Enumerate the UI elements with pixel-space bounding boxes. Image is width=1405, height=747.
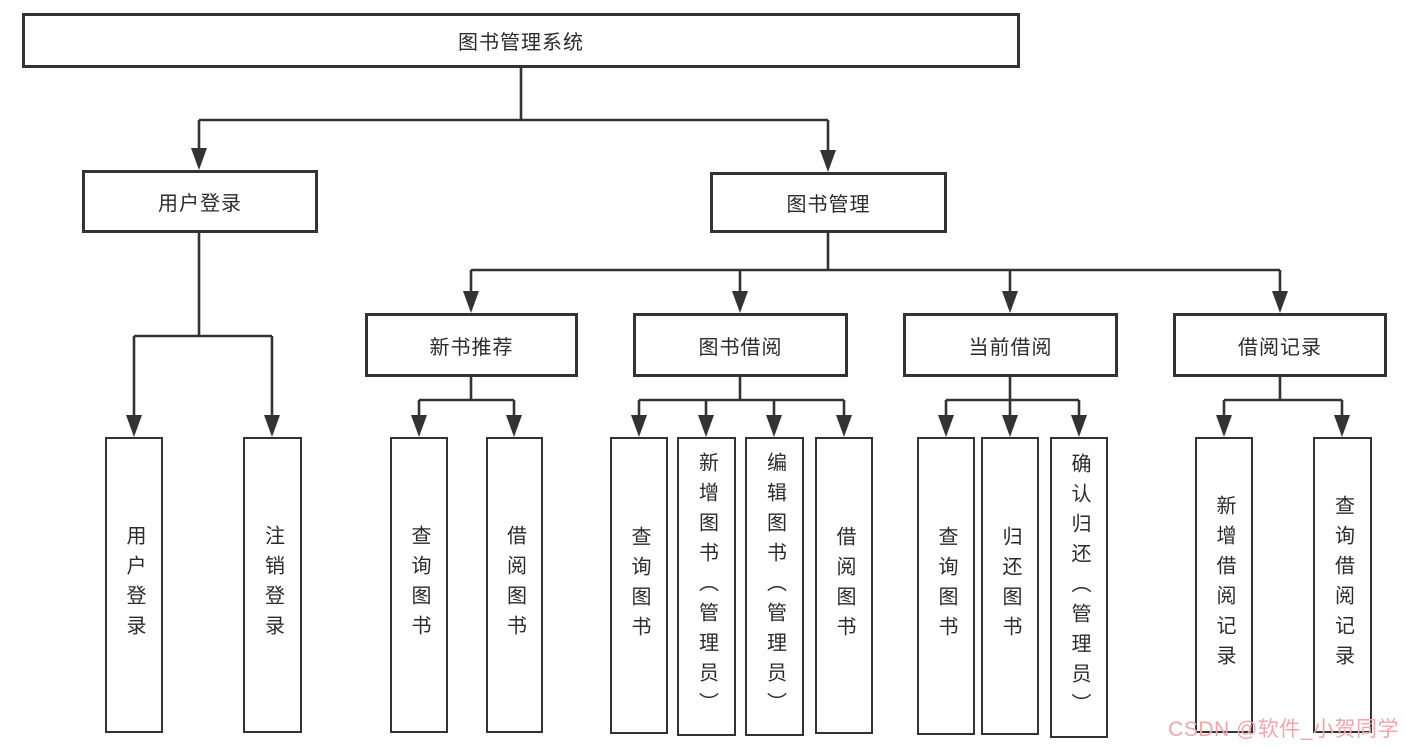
arrow-down-icon xyxy=(506,415,522,437)
arrow-down-icon xyxy=(1002,415,1018,437)
node-new-book-recommend: 新书推荐 xyxy=(365,313,578,377)
leaf-br-query-record-label: 查询借阅记录 xyxy=(1331,495,1354,675)
leaf-bb-borrow-book-label: 借阅图书 xyxy=(833,525,855,646)
leaf-user-login: 用户登录 xyxy=(105,437,163,733)
leaf-bb-query-book: 查询图书 xyxy=(610,437,668,734)
leaf-bb-query-book-label: 查询图书 xyxy=(628,525,650,646)
arrow-down-icon xyxy=(698,415,714,437)
arrow-down-icon xyxy=(1272,291,1288,313)
leaf-br-add-record-label: 新增借阅记录 xyxy=(1213,495,1235,675)
node-book-management: 图书管理 xyxy=(710,172,947,233)
arrow-down-icon xyxy=(191,148,207,170)
leaf-user-login-label: 用户登录 xyxy=(123,525,145,645)
node-user-login: 用户登录 xyxy=(82,170,318,233)
leaf-nb-borrow-book-label: 借阅图书 xyxy=(503,525,526,645)
node-root: 图书管理系统 xyxy=(22,13,1020,68)
leaf-nb-query-book: 查询图书 xyxy=(390,437,448,733)
node-current-borrow-label: 当前借阅 xyxy=(968,336,1053,359)
leaf-br-query-record: 查询借阅记录 xyxy=(1313,437,1372,733)
arrow-down-icon xyxy=(1002,291,1018,313)
arrow-down-icon xyxy=(836,415,852,437)
node-user-login-label: 用户登录 xyxy=(158,193,242,215)
leaf-cb-return-book: 归还图书 xyxy=(981,437,1039,735)
node-borrow-record: 借阅记录 xyxy=(1173,313,1387,377)
leaf-bb-borrow-book: 借阅图书 xyxy=(815,437,873,734)
arrow-down-icon xyxy=(938,415,954,437)
arrow-down-icon xyxy=(1216,415,1232,437)
node-book-management-label: 图书管理 xyxy=(786,194,871,216)
arrow-down-icon xyxy=(766,415,782,437)
arrow-down-icon xyxy=(411,415,427,437)
leaf-bb-add-book: 新增图书（管理员） xyxy=(677,437,736,736)
leaf-br-add-record: 新增借阅记录 xyxy=(1195,437,1253,733)
node-borrow-record-label: 借阅记录 xyxy=(1238,336,1322,359)
arrow-down-icon xyxy=(732,291,748,313)
leaf-cb-query-book-label: 查询图书 xyxy=(935,526,957,646)
leaf-bb-edit-book-label: 编辑图书（管理员） xyxy=(763,451,786,722)
node-new-book-recommend-label: 新书推荐 xyxy=(429,336,514,359)
arrow-down-icon xyxy=(126,415,142,437)
leaf-logout: 注销登录 xyxy=(243,437,302,733)
arrow-down-icon xyxy=(463,291,479,313)
arrow-down-icon xyxy=(264,415,280,437)
leaf-bb-edit-book: 编辑图书（管理员） xyxy=(745,437,804,736)
arrow-down-icon xyxy=(1071,415,1087,437)
node-root-label: 图书管理系统 xyxy=(458,32,584,54)
arrow-down-icon xyxy=(820,150,836,172)
leaf-cb-query-book: 查询图书 xyxy=(917,437,975,735)
leaf-logout-label: 注销登录 xyxy=(261,525,284,645)
leaf-bb-add-book-label: 新增图书（管理员） xyxy=(695,451,718,722)
arrow-down-icon xyxy=(1334,415,1350,437)
leaf-cb-return-book-label: 归还图书 xyxy=(999,526,1021,646)
node-book-borrow: 图书借阅 xyxy=(633,313,848,377)
leaf-cb-confirm-return-label: 确认归还（管理员） xyxy=(1068,452,1090,723)
node-current-borrow: 当前借阅 xyxy=(903,313,1118,377)
leaf-cb-confirm-return: 确认归还（管理员） xyxy=(1050,437,1108,738)
csdn-watermark: CSDN @软件_小贺同学 xyxy=(1168,718,1399,741)
leaf-nb-query-book-label: 查询图书 xyxy=(408,525,430,645)
arrow-down-icon xyxy=(631,415,647,437)
node-book-borrow-label: 图书借阅 xyxy=(698,336,783,359)
leaf-nb-borrow-book: 借阅图书 xyxy=(486,437,543,733)
